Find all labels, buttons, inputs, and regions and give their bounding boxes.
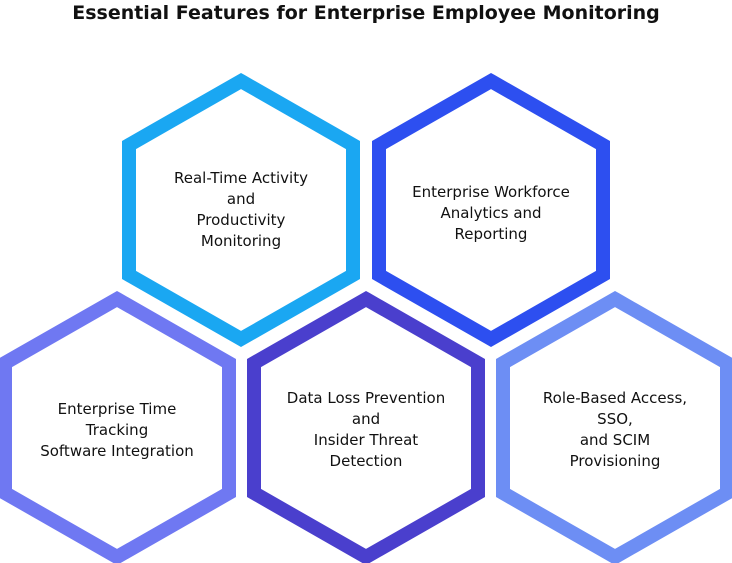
hexagon-workforce-analytics xyxy=(372,72,610,348)
hexagon-data-loss-prevention xyxy=(247,290,485,563)
feature-label-workforce-analytics: Enterprise Workforce Analytics and Repor… xyxy=(412,182,570,243)
feature-label-realtime-activity: Real-Time Activity and Productivity Moni… xyxy=(174,169,308,250)
feature-label-data-loss-prevention: Data Loss Prevention and Insider Threat … xyxy=(286,389,446,470)
hexagon-role-based-access xyxy=(496,290,732,563)
feature-label-role-based-access: Role-Based Access, SSO, and SCIM Provisi… xyxy=(542,389,688,470)
page-title: Essential Features for Enterprise Employ… xyxy=(72,2,660,24)
feature-label-time-tracking: Enterprise Time Tracking Software Integr… xyxy=(40,399,194,460)
hexagon-time-tracking xyxy=(0,290,236,563)
hexagon-realtime-activity xyxy=(122,72,360,348)
